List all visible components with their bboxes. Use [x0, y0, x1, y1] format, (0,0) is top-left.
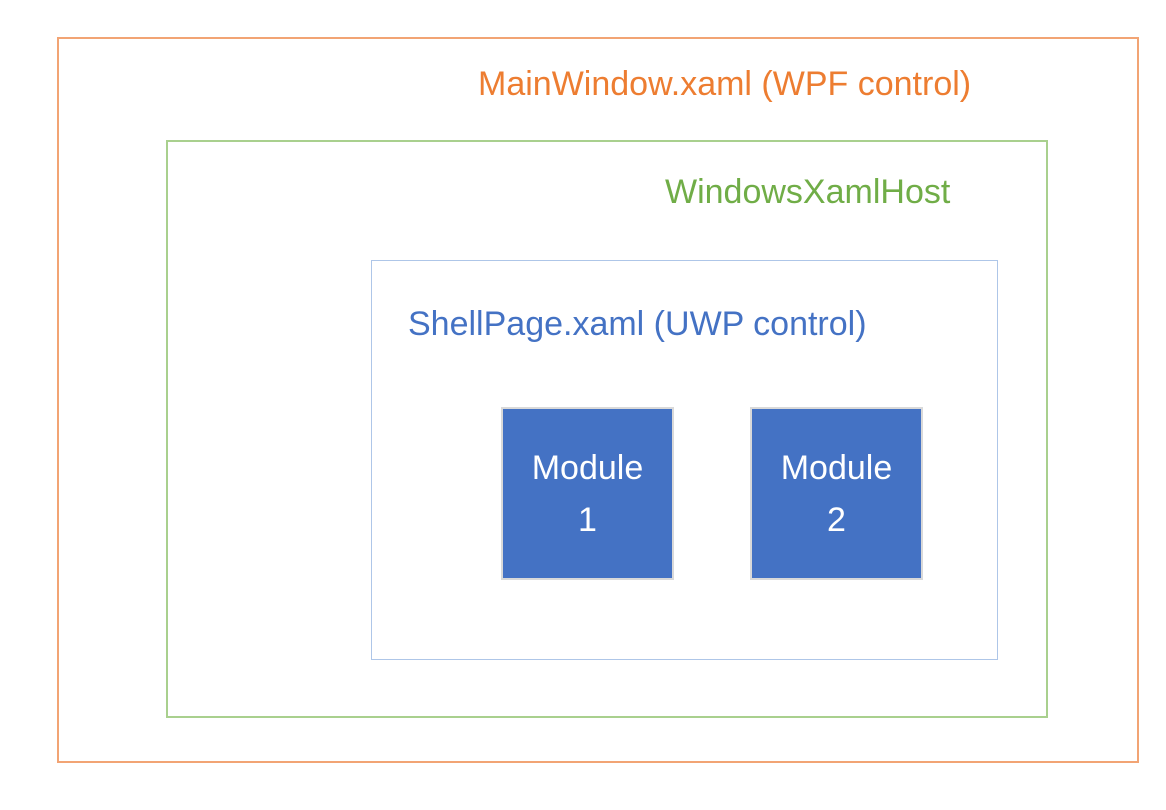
module-1-label-line1: Module: [531, 448, 644, 487]
mainwindow-wpf-label: MainWindow.xaml (WPF control): [478, 65, 972, 103]
shellpage-uwp-label: ShellPage.xaml (UWP control): [408, 305, 867, 343]
shellpage-uwp-box: [371, 260, 998, 660]
module-1-label-line2: 1: [578, 500, 597, 539]
windows-xaml-host-box: [166, 140, 1048, 718]
module-2-box: Module 2: [750, 407, 923, 580]
mainwindow-wpf-box: [57, 37, 1139, 763]
module-2-label-line1: Module: [780, 448, 893, 487]
windows-xaml-host-label: WindowsXamlHost: [665, 173, 951, 211]
module-1-box: Module 1: [501, 407, 674, 580]
module-2-label-line2: 2: [827, 500, 846, 539]
